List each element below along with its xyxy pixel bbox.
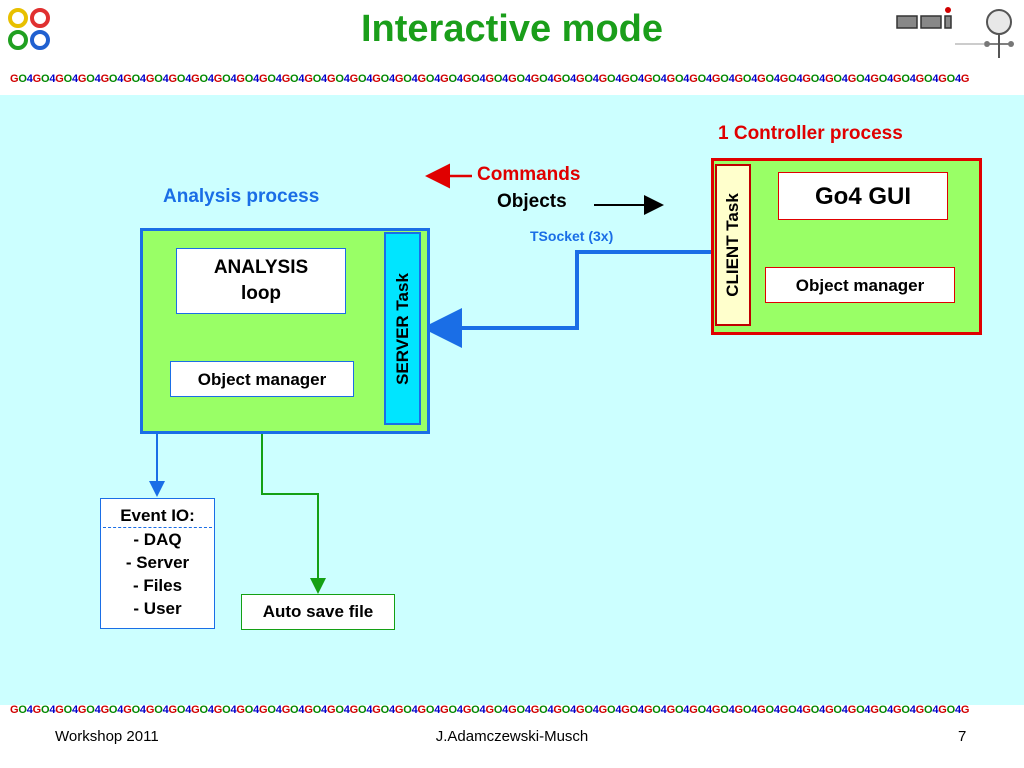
- event-io-item-user: - User: [133, 599, 182, 618]
- page-number: 7: [958, 728, 967, 745]
- page-title: Interactive mode: [361, 8, 663, 50]
- socket-connection: [422, 250, 712, 348]
- analysis-loop-line2: loop: [240, 283, 282, 304]
- objects-label: Objects: [497, 191, 567, 212]
- auto-save-file-box: Auto save file: [241, 594, 395, 630]
- gsi-logo-icon: [895, 4, 1017, 60]
- analysis-object-manager-label: Object manager: [197, 370, 327, 389]
- analysis-process-label: Analysis process: [163, 186, 320, 207]
- event-io-item-files: - Files: [132, 576, 183, 595]
- controller-object-manager-box: Object manager: [765, 267, 955, 303]
- client-task-box: CLIENT Task: [715, 164, 751, 326]
- event-io-item-daq: - DAQ: [133, 530, 182, 549]
- tsocket-label: TSocket (3x): [530, 228, 614, 244]
- go4-gui-box: Go4 GUI: [778, 172, 948, 220]
- server-task-box: SERVER Task: [384, 232, 421, 425]
- analysis-loop-line1: ANALYSIS: [213, 257, 309, 278]
- go4-top-strip: GO4GO4GO4GO4GO4GO4GO4GO4GO4GO4GO4GO4GO4G…: [10, 73, 970, 85]
- auto-save-file-label: Auto save file: [262, 602, 374, 621]
- controller-process-label: 1 Controller process: [718, 123, 903, 144]
- commands-label: Commands: [477, 164, 581, 185]
- client-task-label: CLIENT Task: [723, 193, 742, 297]
- event-io-header: Event IO:: [103, 499, 212, 528]
- analysis-object-manager-box: Object manager: [170, 361, 354, 397]
- event-io-item-server: - Server: [125, 553, 190, 572]
- event-io-box: Event IO: - DAQ - Server - Files - User: [100, 498, 215, 629]
- go4-logo-icon: [6, 6, 54, 52]
- footer-left: Workshop 2011: [55, 728, 159, 745]
- om-autosave-arrow: [254, 386, 326, 594]
- controller-object-manager-label: Object manager: [795, 276, 925, 295]
- server-task-label: SERVER Task: [392, 272, 412, 385]
- footer-center: J.Adamczewski-Musch: [435, 728, 589, 745]
- analysis-loop-box: ANALYSIS loop: [176, 248, 346, 314]
- go4-bottom-strip: GO4GO4GO4GO4GO4GO4GO4GO4GO4GO4GO4GO4GO4G…: [10, 704, 970, 716]
- go4-gui-label: Go4 GUI: [814, 183, 911, 210]
